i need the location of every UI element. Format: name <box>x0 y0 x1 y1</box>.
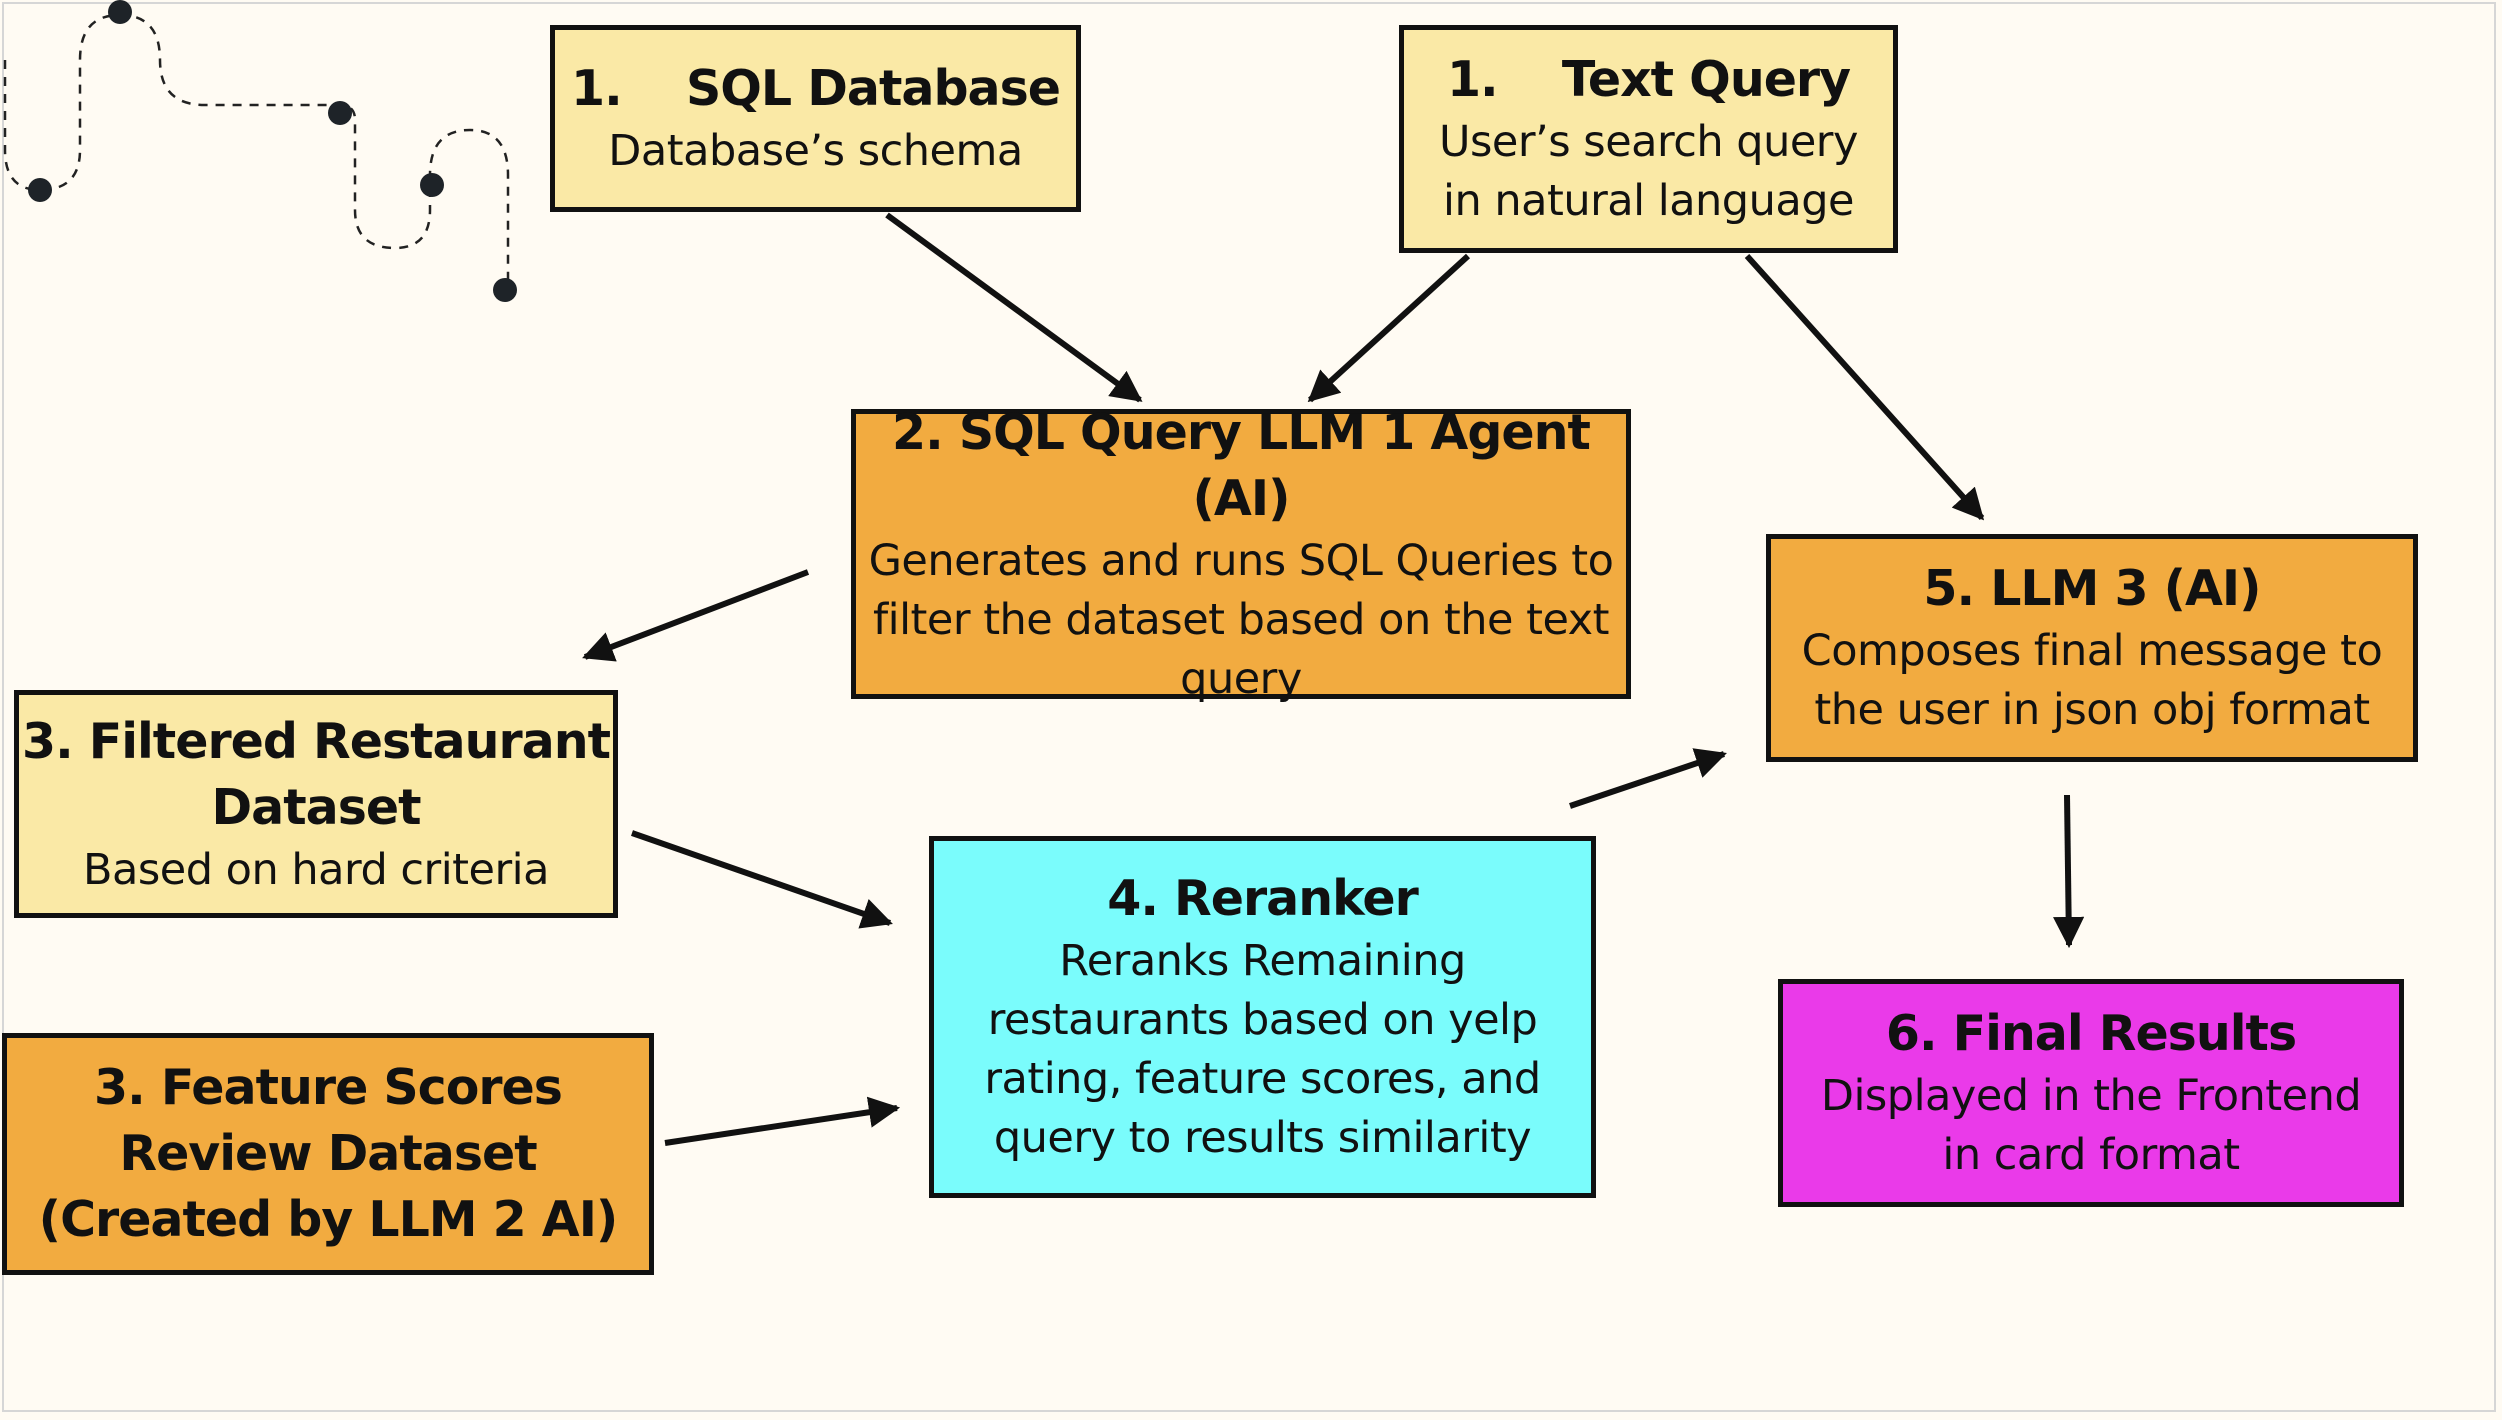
arrow-query-to-agent <box>1307 253 1471 403</box>
node-title: 4. Reranker <box>1107 870 1419 927</box>
node-reranker: 4. Reranker Reranks Remaining restaurant… <box>929 836 1596 1198</box>
node-desc-line: query to results similarity <box>993 1113 1532 1163</box>
node-sql-query-agent: 2. SQL Query LLM 1 Agent (AI) Generates … <box>851 404 1631 704</box>
arrow-feature-to-reranker <box>664 1096 901 1146</box>
node-title: 2. SQL Query LLM 1 Agent (AI) <box>892 403 1591 527</box>
node-desc-line: User’s search query <box>1439 117 1858 167</box>
node-title-line: Review Dataset <box>119 1125 537 1182</box>
node-desc-line: Database’s schema <box>608 126 1023 176</box>
node-llm3: 5. LLM 3 (AI) Composes final message to … <box>1766 534 2418 762</box>
arrow-llm3-to-final <box>2053 794 2085 949</box>
node-desc-line: Displayed in the Frontend <box>1820 1071 2362 1121</box>
node-number: 1. <box>1446 51 1499 108</box>
dotted-path-icon <box>3 0 517 302</box>
path-dot <box>328 101 352 125</box>
node-desc-line: in card format <box>1942 1130 2240 1180</box>
node-sql-database: 1. SQL Database Database’s schema <box>550 25 1081 212</box>
path-dot <box>28 178 52 202</box>
node-desc-line: Based on hard criteria <box>83 844 549 895</box>
arrow-filtered-to-reranker <box>631 830 893 929</box>
node-title-line: Dataset <box>211 778 421 836</box>
arrow-sqldb-to-agent <box>885 212 1143 403</box>
node-title: 1. Text Query <box>1446 47 1851 113</box>
node-title: 1. SQL Database <box>571 56 1061 122</box>
node-title-line: 3. Feature Scores <box>94 1059 563 1116</box>
path-dot <box>420 173 444 197</box>
node-desc-line: in natural language <box>1443 176 1854 226</box>
node-title: 6. Final Results <box>1885 1005 2297 1062</box>
node-title-text: Text Query <box>1561 51 1851 108</box>
node-final-results: 6. Final Results Displayed in the Fronte… <box>1778 979 2404 1207</box>
node-desc-line: rating, feature scores, and <box>984 1054 1541 1104</box>
node-desc-line: query <box>1180 653 1302 704</box>
node-text-query: 1. Text Query User’s search query in nat… <box>1399 25 1898 253</box>
path-dot <box>108 0 132 24</box>
node-title-line: 3. Filtered Restaurant <box>21 712 611 770</box>
node-desc-line: Composes final message to <box>1801 626 2383 676</box>
arrow-reranker-to-llm3 <box>1569 748 1727 809</box>
node-desc-line: Generates and runs SQL Queries to <box>868 535 1614 586</box>
node-filtered-dataset: 3. Filtered Restaurant Dataset Based on … <box>14 690 618 918</box>
node-title: 5. LLM 3 (AI) <box>1923 560 2261 617</box>
node-desc-line: restaurants based on yelp <box>987 995 1538 1045</box>
node-desc-line: Reranks Remaining <box>1059 936 1466 986</box>
path-dot <box>493 278 517 302</box>
node-desc-line: the user in json obj format <box>1814 685 2370 735</box>
node-feature-scores: 3. Feature Scores Review Dataset (Create… <box>2 1033 654 1275</box>
node-desc-line: filter the dataset based on the text <box>873 594 1609 645</box>
arrow-agent-to-filtered <box>582 569 810 662</box>
node-number: 1. <box>571 60 623 117</box>
node-title-text: SQL Database <box>685 60 1061 117</box>
arrow-query-to-llm3 <box>1744 253 1985 521</box>
node-title-line: (Created by LLM 2 AI) <box>38 1191 619 1248</box>
